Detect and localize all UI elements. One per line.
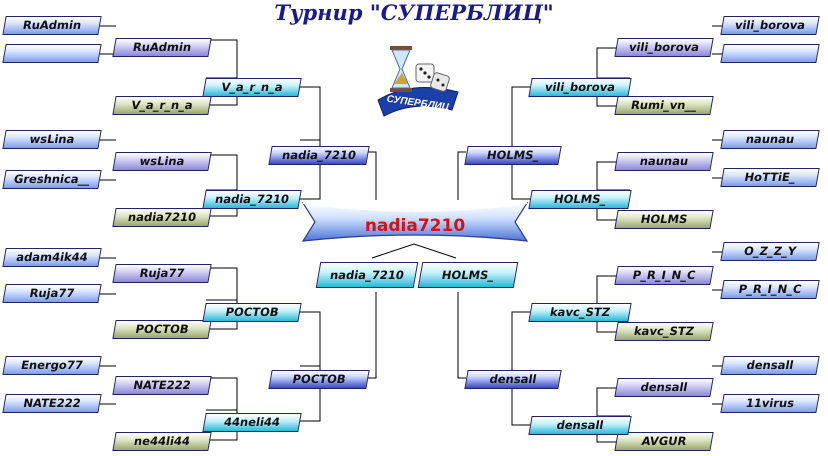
right-r4-slot-1: HOLMS_ (464, 146, 562, 165)
right-r1-slot-3: naunau (720, 130, 820, 149)
left-r1-slot-3: wsLina (2, 130, 102, 149)
left-r2-slot-1: RuAdmin (112, 38, 212, 57)
right-r3-slot-4: densall (528, 416, 632, 435)
left-r1-slot-8: NATE222 (2, 394, 102, 413)
superblitz-logo: СУПЕРБЛИЦ (377, 46, 459, 117)
right-r1-slot-8: 11virus (720, 394, 820, 413)
champion-name: nadia7210 (364, 216, 466, 236)
right-r2-slot-5: P_R_I_N_C (614, 266, 714, 285)
right-r1-slot-2 (720, 44, 820, 63)
right-r3-slot-1: vili_borova (528, 78, 632, 97)
right-r4-slot-2: densall (464, 370, 562, 389)
right-r2-slot-2: Rumi_vn__ (614, 96, 714, 115)
left-r1-slot-6: Ruja77 (2, 284, 102, 303)
left-r3-slot-2: nadia_7210 (202, 190, 302, 209)
left-semi-slot: nadia_7210 (315, 262, 419, 288)
dice-icon (415, 63, 450, 92)
left-r2-slot-2: V_a_r_n_a (112, 96, 212, 115)
right-r2-slot-6: kavc_STZ (614, 322, 714, 341)
right-r2-slot-7: densall (614, 378, 714, 397)
left-r1-slot-4: Greshnica__ (2, 170, 102, 189)
page-title: Турнир "СУПЕРБЛИЦ" (274, 0, 554, 25)
left-r3-slot-4: 44neli44 (202, 413, 302, 432)
left-r2-slot-8: ne44li44 (112, 432, 212, 451)
left-r3-slot-1: V_a_r_n_a (202, 78, 302, 97)
left-r1-slot-1: RuAdmin (2, 16, 102, 35)
left-r1-slot-2 (2, 44, 102, 63)
champion-banner (301, 202, 529, 242)
left-r1-slot-5: adam4ik44 (2, 248, 102, 267)
right-r2-slot-1: vili_borova (614, 38, 714, 57)
right-r2-slot-8: AVGUR (614, 432, 714, 451)
right-r1-slot-4: HoTTiE_ (720, 168, 820, 187)
right-r2-slot-4: HOLMS (614, 210, 714, 229)
left-r4-slot-2: РОСТОВ (268, 370, 370, 389)
left-r2-slot-6: РОСТОВ (112, 320, 212, 339)
left-r3-slot-3: РОСТОВ (202, 303, 302, 322)
right-r1-slot-6: P_R_I_N_C (720, 280, 820, 299)
right-r1-slot-5: O_Z_Z_Y (720, 242, 820, 261)
right-r1-slot-1: vili_borova (720, 16, 820, 35)
left-r2-slot-4: nadia7210 (112, 208, 212, 227)
right-semi-slot: HOLMS_ (417, 262, 519, 288)
left-r1-slot-7: Energo77 (2, 356, 102, 375)
left-r2-slot-5: Ruja77 (112, 264, 212, 283)
left-r2-slot-7: NATE222 (112, 376, 212, 395)
hourglass-icon (390, 46, 412, 92)
right-r2-slot-3: naunau (614, 152, 714, 171)
left-r2-slot-3: wsLina (112, 152, 212, 171)
right-r1-slot-7: densall (720, 356, 820, 375)
right-r3-slot-3: kavc_STZ (528, 303, 632, 322)
right-r3-slot-2: HOLMS_ (528, 190, 632, 209)
left-r4-slot-1: nadia_7210 (268, 146, 370, 165)
